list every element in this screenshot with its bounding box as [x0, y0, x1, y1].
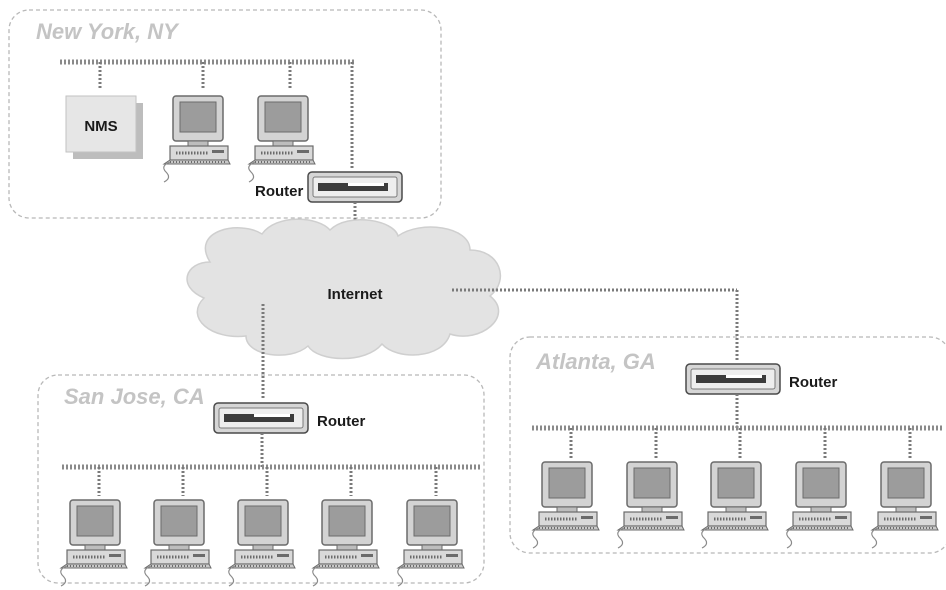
san-jose-site-label: San Jose, CA [64, 384, 205, 409]
san-jose-router-label: Router [317, 413, 365, 430]
new-york-workstation[interactable] [247, 94, 317, 184]
atlanta-router-label: Router [789, 374, 837, 391]
atlanta-router[interactable] [685, 363, 781, 395]
atlanta-workstation[interactable] [531, 460, 601, 550]
new-york-region [8, 9, 442, 219]
new-york-router[interactable] [307, 171, 403, 203]
internet-cloud: Internet [186, 218, 501, 360]
new-york-workstation[interactable] [162, 94, 232, 184]
atlanta-region [509, 336, 946, 554]
atlanta-workstation[interactable] [700, 460, 770, 550]
san-jose-workstation[interactable] [227, 498, 297, 588]
new-york-router-label: Router [255, 183, 303, 200]
san-jose-region [37, 374, 485, 584]
san-jose-workstation[interactable] [311, 498, 381, 588]
san-jose-workstation[interactable] [59, 498, 129, 588]
new-york-site-label: New York, NY [36, 19, 180, 44]
atlanta-workstation[interactable] [870, 460, 940, 550]
internet-label: Internet [327, 286, 382, 303]
atlanta-workstation[interactable] [616, 460, 686, 550]
atlanta-site-label: Atlanta, GA [535, 349, 656, 374]
san-jose-workstation[interactable] [143, 498, 213, 588]
atlanta-workstation[interactable] [785, 460, 855, 550]
nms-server[interactable]: NMS [65, 95, 143, 159]
san-jose-workstation[interactable] [396, 498, 466, 588]
san-jose-router[interactable] [213, 402, 309, 434]
nms-label: NMS [84, 118, 117, 135]
